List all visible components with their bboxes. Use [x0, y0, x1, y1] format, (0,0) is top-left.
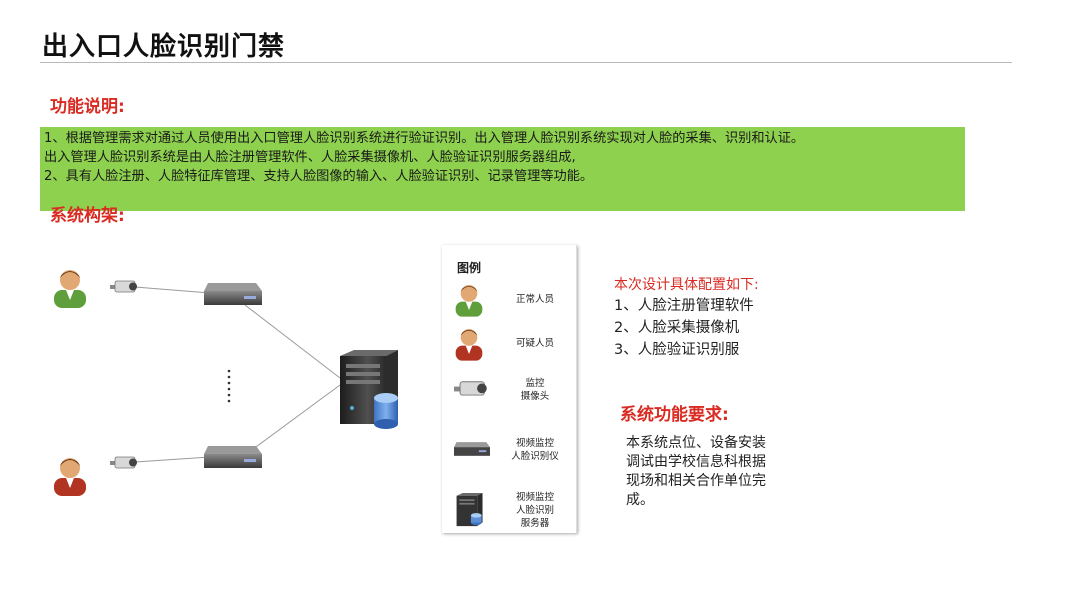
- legend-label: 视频监控 人脸识别仪: [511, 438, 559, 462]
- function-line-2: 出入管理人脸识别系统是由人脸注册管理软件、人脸采集摄像机、人脸验证识别服务器组成…: [44, 150, 576, 165]
- camera-icon: [110, 280, 137, 293]
- camera-icon: [454, 381, 487, 396]
- legend-title: 图例: [457, 261, 482, 275]
- person-icon: [54, 270, 86, 308]
- suspicious-person-icon: [54, 458, 86, 496]
- config-item: 3、人脸验证识别服: [614, 342, 740, 358]
- ellipsis-dots: [227, 369, 231, 403]
- legend-label: 监控 摄像头: [520, 378, 550, 402]
- legend-item-suspicious-person: 可疑人员: [442, 327, 577, 377]
- database-icon: [374, 393, 398, 429]
- legend-item-face-recognizer: 视频监控 人脸识别仪: [442, 435, 577, 485]
- function-line-1: 1、根据管理需求对通过人员使用出入口管理人脸识别系统进行验证识别。出入管理人脸识…: [44, 131, 805, 146]
- legend-panel: 图例 正常人员 可疑人员 监控 摄像头 视: [442, 245, 577, 533]
- config-section: 本次设计具体配置如下: 1、人脸注册管理软件 2、人脸采集摄像机 3、人脸验证识…: [614, 274, 759, 361]
- legend-label: 正常人员: [515, 294, 554, 305]
- config-list: 1、人脸注册管理软件 2、人脸采集摄像机 3、人脸验证识别服: [614, 295, 759, 361]
- legend-label: 可疑人员: [515, 338, 554, 349]
- requirements-text: 本系统点位、设备安装调试由学校信息科根据现场和相关合作单位完成。: [626, 435, 766, 508]
- config-item: 1、人脸注册管理软件: [614, 298, 754, 314]
- title-divider: [40, 62, 1012, 63]
- legend-item-camera: 监控 摄像头: [442, 377, 577, 427]
- legend-item-normal-person: 正常人员: [442, 283, 577, 333]
- config-heading: 本次设计具体配置如下:: [614, 277, 759, 293]
- function-heading: 功能说明:: [50, 97, 125, 117]
- config-item: 2、人脸采集摄像机: [614, 320, 740, 336]
- function-description-box: 1、根据管理需求对通过人员使用出入口管理人脸识别系统进行验证识别。出入管理人脸识…: [40, 127, 965, 211]
- function-line-3: 2、具有人脸注册、人脸特征库管理、支持人脸图像的输入、人脸验证识别、记录管理等功…: [44, 169, 594, 184]
- architecture-heading: 系统构架:: [50, 206, 125, 226]
- face-recognizer-icon: [454, 442, 490, 456]
- architecture-diagram: [54, 270, 398, 496]
- suspicious-person-icon: [455, 329, 483, 361]
- camera-icon: [110, 456, 137, 469]
- connection-lines: [134, 286, 341, 463]
- legend-item-server: 视频监控 人脸识别 服务器: [442, 491, 577, 541]
- page-title: 出入口人脸识别门禁: [42, 32, 286, 62]
- server-icon: [456, 493, 483, 527]
- requirements-heading: 系统功能要求:: [620, 405, 729, 425]
- normal-person-icon: [455, 285, 483, 317]
- face-recognizer-icon: [204, 446, 262, 468]
- face-recognizer-icon: [204, 283, 262, 305]
- legend-label: 视频监控 人脸识别 服务器: [515, 492, 554, 529]
